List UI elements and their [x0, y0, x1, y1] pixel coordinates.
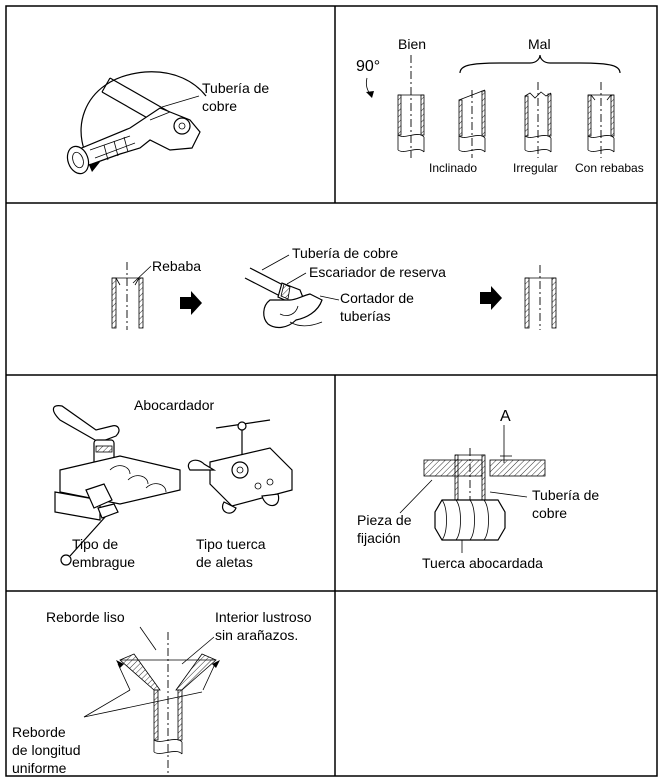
clutch-type-flaring-tool [52, 405, 181, 566]
arrow-right-2 [480, 286, 502, 310]
cutter-label-2: tuberías [340, 308, 391, 324]
flare-nut-label: Tuerca abocardada [422, 555, 543, 571]
irregular-label: Irregular [513, 161, 558, 175]
inner-surface-label-2: sin arañazos. [215, 627, 298, 643]
reamer-drawing [244, 267, 323, 329]
clutch-type-label-2: embrague [72, 554, 135, 570]
inclined-label: Inclinado [429, 161, 477, 175]
cutter-label-1: Cortador de [340, 290, 414, 306]
uniform-edge-label-2: de longitud [12, 742, 81, 758]
flaring-tool-label: Abocardador [134, 397, 215, 413]
dimension-a-label: A [500, 408, 511, 425]
copper-pipe-label-1: Tubería de [202, 80, 269, 96]
pipe-burr-cut [587, 82, 615, 158]
burr-pointer-label: Rebaba [152, 258, 201, 274]
clutch-type-label-1: Tipo de [72, 536, 118, 552]
inner-surface-label-1: Interior lustroso [215, 609, 312, 625]
burr-label: Con rebabas [575, 161, 644, 175]
arrow-right-1 [180, 291, 202, 315]
pipe-cutter-drawing [66, 107, 201, 175]
copper-pipe-label-p3: Tubería de cobre [292, 245, 398, 261]
flare-nut-drawing [434, 499, 506, 541]
panel-flaring-tools: Abocardador Tipo de [52, 397, 293, 570]
uniform-edge-label-3: uniforme [12, 760, 67, 776]
rotation-arrow [80, 71, 207, 169]
pipe-with-burr [111, 262, 144, 330]
wing-nut-type-label-1: Tipo tuerca [196, 536, 266, 552]
wing-nut-type-label-2: de aletas [196, 554, 253, 570]
panel-grid [5, 5, 658, 777]
panel-flare-dimension: A Tubería de cobre Pieza de fijación Tue… [357, 408, 599, 571]
pipe-deburred [524, 265, 557, 330]
pipe-inclined-cut [458, 89, 486, 158]
flared-pipe-section [116, 632, 220, 775]
panel-deburring: Rebaba Tubería de cobre Escariador de re… [111, 245, 557, 330]
pipe-good-cut [397, 55, 425, 158]
panel-flare-quality: Reborde liso Interior lustroso sin araña… [12, 609, 312, 776]
fixing-piece-label-2: fijación [357, 530, 401, 546]
fixing-piece-label-1: Pieza de [357, 512, 412, 528]
smooth-edge-label: Reborde liso [46, 609, 125, 625]
good-label: Bien [398, 36, 426, 52]
copper-pipe-label-p5-2: cobre [532, 505, 567, 521]
angle-label: 90° [356, 58, 380, 75]
panel-cut-quality: Bien Mal 90° [356, 36, 644, 175]
copper-pipe-label-p5-1: Tubería de [532, 487, 599, 503]
uniform-edge-label-1: Reborde [12, 724, 66, 740]
pipe-irregular-cut [524, 82, 552, 158]
reamer-label: Escariador de reserva [309, 264, 446, 280]
panel-pipe-cutting: Tubería de cobre [66, 71, 269, 175]
wing-nut-type-flaring-tool [187, 419, 293, 514]
bad-label: Mal [528, 36, 551, 52]
copper-pipe-label-2: cobre [202, 98, 237, 114]
